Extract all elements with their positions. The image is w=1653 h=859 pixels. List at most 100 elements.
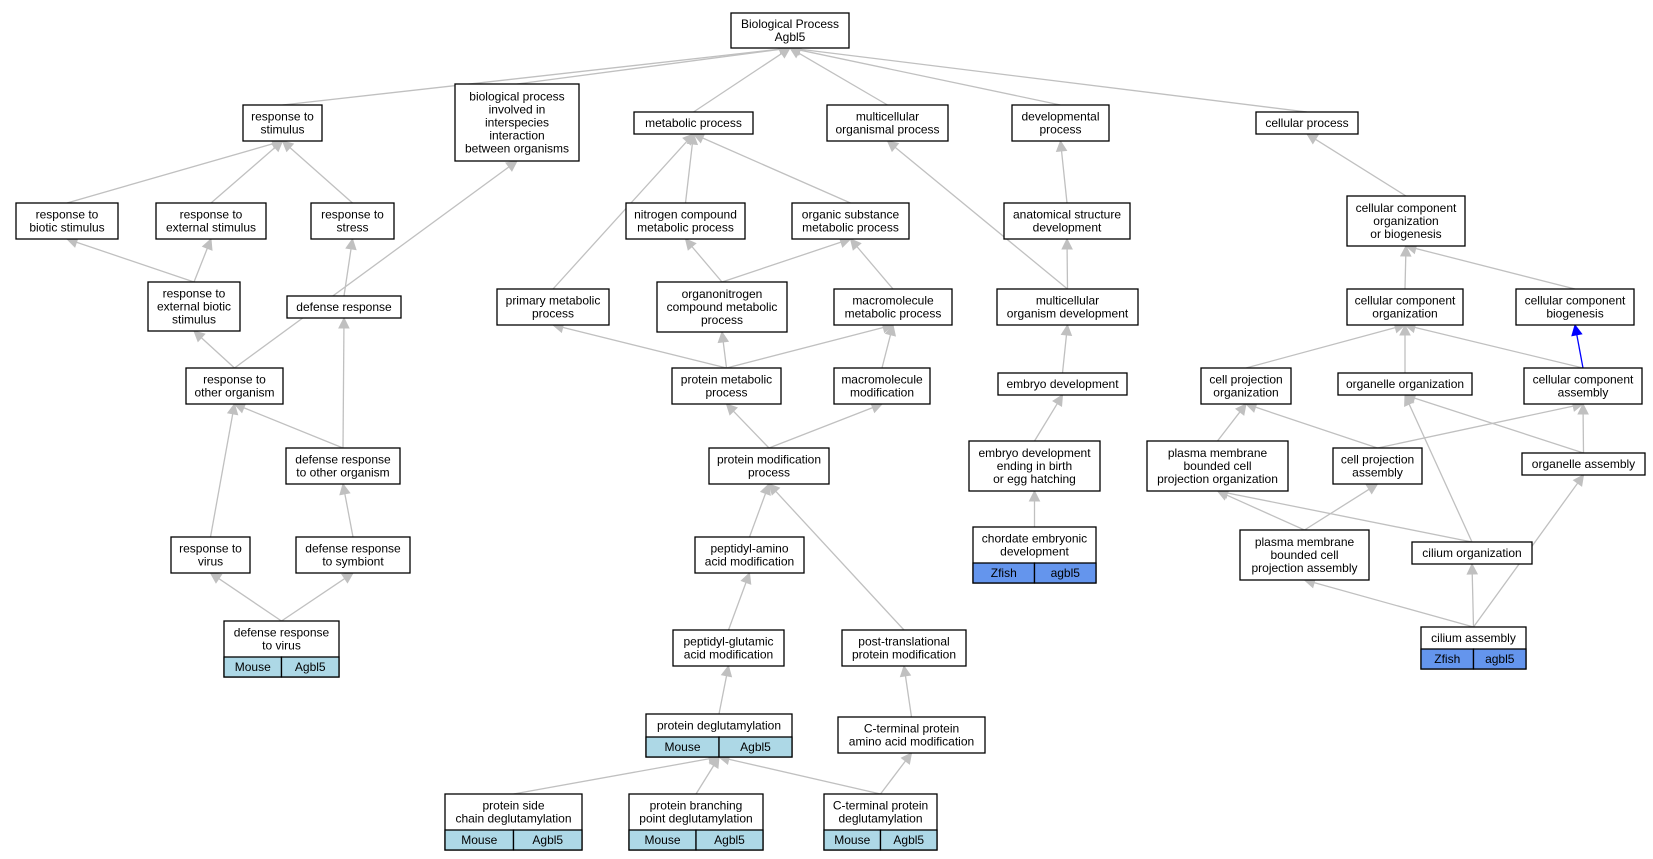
edge-organonitrogen-compound-metabolic-process-to-nitrogen-compound-metabolic-process bbox=[691, 246, 723, 283]
go-term-defense-response[interactable]: defense response bbox=[286, 295, 402, 319]
edge-protein-metabolic-process-to-organonitrogen-compound-metabolic-process bbox=[722, 341, 728, 369]
arrowhead-nitrogen-compound-metabolic-process bbox=[684, 238, 697, 251]
arrowhead-defense-response-to-symbiont bbox=[341, 572, 354, 584]
edge-c-terminal-protein-amino-acid-modification-to-post-translational-protein-modification bbox=[904, 675, 913, 718]
go-term-cellular-process[interactable]: cellular process bbox=[1255, 111, 1359, 135]
term-box bbox=[968, 440, 1101, 492]
edge-cell-projection-assembly-to-cell-projection-organization bbox=[1255, 406, 1378, 449]
organism-label: Zfish bbox=[1434, 652, 1460, 666]
term-box bbox=[1411, 541, 1533, 565]
term-label-line: process bbox=[1039, 123, 1081, 137]
go-term-cilium-organization[interactable]: cilium organization bbox=[1411, 541, 1533, 565]
edge-peptidyl-glutamic-acid-modification-to-peptidyl-amino-acid-modification bbox=[727, 582, 747, 631]
term-label-line: interspecies bbox=[485, 116, 549, 130]
term-box bbox=[730, 12, 850, 49]
term-label-line: interaction bbox=[489, 129, 544, 143]
arrowhead-response-to-stress bbox=[345, 237, 357, 251]
term-box bbox=[625, 202, 746, 240]
edge-response-to-stress-to-response-to-stimulus bbox=[289, 147, 353, 204]
term-box bbox=[1011, 104, 1110, 142]
go-term-organelle-organization[interactable]: organelle organization bbox=[1337, 372, 1473, 396]
arrowhead-protein-modification-process bbox=[768, 483, 781, 496]
term-label-line: cellular component bbox=[1356, 201, 1457, 215]
edge-c-terminal-protein-deglutamylation-to-protein-deglutamylation bbox=[728, 758, 881, 795]
term-label-line: development bbox=[1000, 545, 1069, 559]
edge-c-terminal-protein-deglutamylation-to-c-terminal-protein-amino-acid-modification bbox=[879, 760, 906, 795]
term-label-line: response to bbox=[251, 110, 314, 124]
term-label-line: other organism bbox=[194, 386, 274, 400]
term-label-line: cell projection bbox=[1209, 373, 1282, 387]
term-label-line: process bbox=[532, 307, 574, 321]
arrowhead-response-to-stimulus bbox=[270, 140, 284, 153]
term-label-line: embryo development bbox=[1006, 377, 1119, 391]
edge-cell-projection-organization-to-cellular-component-organization bbox=[1245, 326, 1396, 369]
go-term-organelle-assembly[interactable]: organelle assembly bbox=[1521, 452, 1646, 476]
term-box bbox=[1346, 195, 1466, 247]
term-label-line: involved in bbox=[489, 103, 546, 117]
go-term-embryo-development[interactable]: embryo development bbox=[997, 372, 1128, 396]
term-label-line: plasma membrane bbox=[1168, 446, 1268, 460]
edge-plasma-membrane-bounded-cell-projection-assembly-to-plasma-membrane-bounded-cell-projection-organization bbox=[1226, 494, 1305, 531]
edge-response-to-external-stimulus-to-response-to-stimulus bbox=[210, 147, 276, 204]
term-label-line: compound metabolic bbox=[667, 300, 778, 314]
arrowhead-anatomical-structure-development bbox=[1061, 237, 1073, 250]
edge-embryo-development-ending-in-birth-to-embryo-development bbox=[1033, 403, 1058, 442]
arrowhead-response-to-other-organism bbox=[226, 402, 239, 416]
edge-response-to-other-organism-to-response-to-external-biotic-stimulus bbox=[200, 337, 235, 369]
arrowhead-multicellular-organismal-process bbox=[886, 140, 900, 153]
go-term-metabolic-process[interactable]: metabolic process bbox=[633, 111, 754, 135]
edge-response-to-external-biotic-stimulus-to-response-to-external-stimulus bbox=[193, 248, 208, 283]
edge-protein-side-chain-deglutamylation-to-protein-deglutamylation bbox=[513, 758, 710, 795]
edge-bp-interspecies-to-root bbox=[516, 48, 781, 85]
term-label-line: process bbox=[748, 466, 790, 480]
term-label-line: to virus bbox=[262, 639, 301, 653]
term-label-line: primary metabolic bbox=[506, 294, 601, 308]
term-label-line: organization bbox=[1213, 386, 1278, 400]
term-label-line: metabolic process bbox=[637, 221, 734, 235]
term-box bbox=[155, 202, 267, 240]
